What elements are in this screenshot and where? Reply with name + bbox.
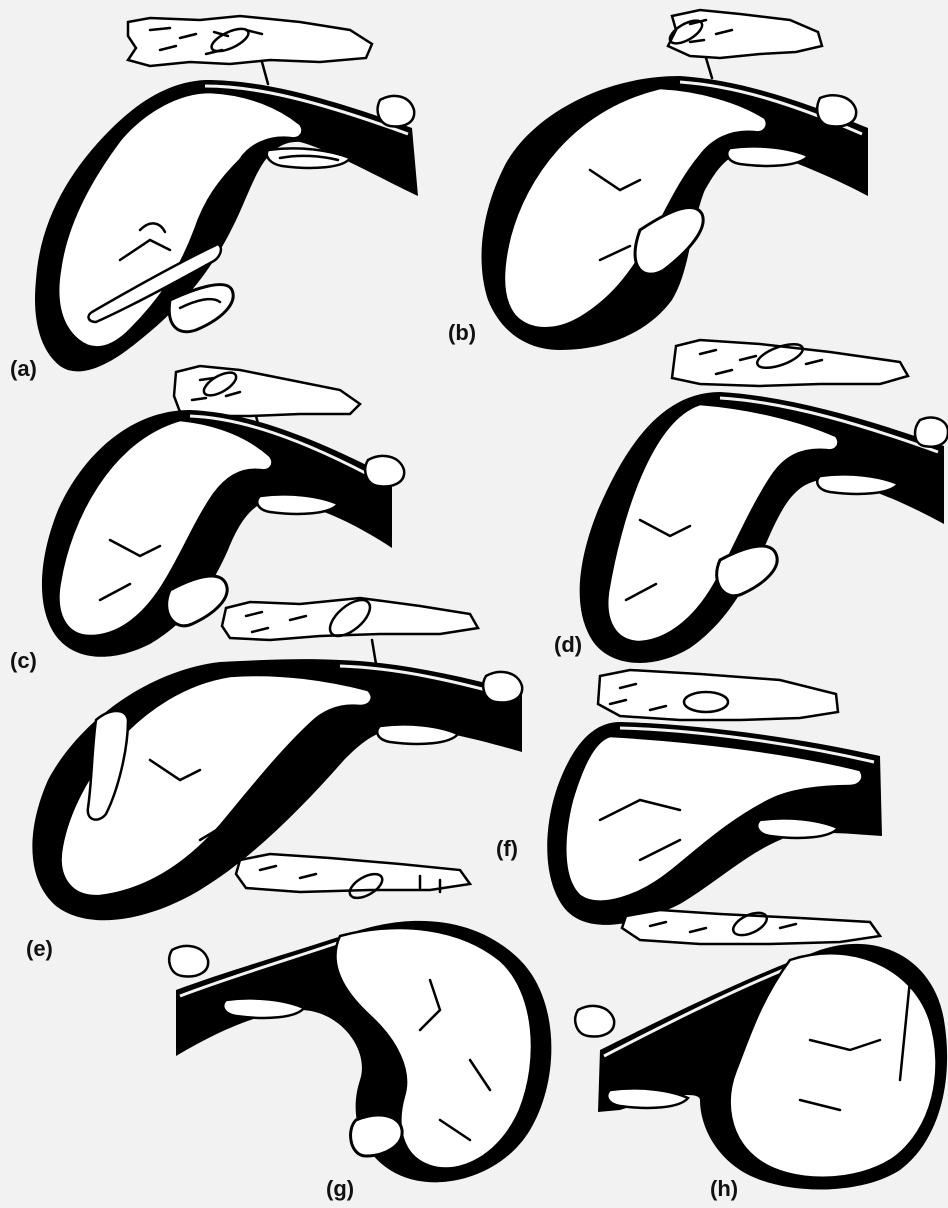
panel-label-e: (e) bbox=[26, 936, 53, 962]
panel-d-drawing bbox=[580, 339, 948, 663]
panel-d-spine bbox=[672, 340, 908, 386]
panel-b-drawing bbox=[482, 10, 868, 350]
panel-label-g: (g) bbox=[326, 1176, 354, 1202]
panel-b-spine bbox=[668, 10, 822, 58]
panel-label-f: (f) bbox=[496, 836, 518, 862]
panel-label-b: (b) bbox=[448, 320, 476, 346]
panel-a-drawing bbox=[35, 16, 418, 371]
panel-label-a: (a) bbox=[10, 356, 37, 382]
panel-label-c: (c) bbox=[10, 648, 37, 674]
panel-f-spine bbox=[598, 670, 838, 720]
panel-c-spine bbox=[174, 366, 360, 416]
panel-a-spine bbox=[128, 16, 372, 66]
panel-label-h: (h) bbox=[710, 1176, 738, 1202]
panel-g-drawing bbox=[169, 854, 551, 1182]
panel-label-d: (d) bbox=[554, 632, 582, 658]
panel-h-drawing bbox=[575, 908, 947, 1189]
panel-f-drawing bbox=[547, 670, 882, 925]
